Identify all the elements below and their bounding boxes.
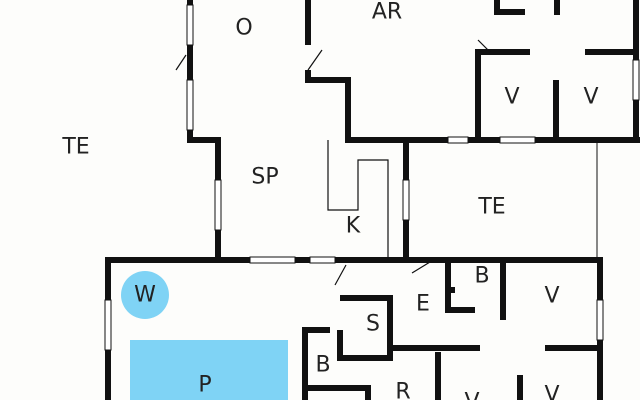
room-label-v: V xyxy=(544,382,560,400)
room-label-b: B xyxy=(315,352,331,378)
wall xyxy=(187,0,221,260)
door-swing xyxy=(477,39,491,53)
room-label-p: P xyxy=(198,372,212,398)
pool xyxy=(130,340,288,400)
room-label-ar: AR xyxy=(371,0,403,25)
window xyxy=(186,79,194,131)
room-label-te: TE xyxy=(478,194,506,220)
window xyxy=(447,136,469,144)
room-label-te: TE xyxy=(62,134,90,160)
window xyxy=(186,4,194,46)
door-swing xyxy=(411,261,431,274)
window xyxy=(632,59,640,101)
room-label-r: R xyxy=(395,379,411,400)
window xyxy=(596,299,604,341)
wall xyxy=(445,262,475,313)
room-label-k: K xyxy=(345,213,361,239)
room-label-s: S xyxy=(366,311,380,337)
room-label-b: B xyxy=(474,263,490,289)
window xyxy=(214,179,222,231)
wall xyxy=(305,70,640,143)
room-label-v: V xyxy=(544,283,560,309)
room-label-e: E xyxy=(416,291,430,317)
wall xyxy=(475,49,530,140)
wall xyxy=(337,295,393,361)
window xyxy=(309,256,336,264)
wall xyxy=(494,0,525,15)
window xyxy=(104,299,112,351)
room-label-w: W xyxy=(134,282,156,308)
room-label-v: V xyxy=(464,390,479,400)
window xyxy=(402,179,410,221)
room-label-o: O xyxy=(235,15,253,41)
door-swing xyxy=(307,49,323,71)
room-label-v: V xyxy=(583,84,599,110)
wall xyxy=(305,385,371,400)
door-swing xyxy=(334,264,347,286)
room-label-sp: SP xyxy=(251,164,279,190)
door-swing xyxy=(175,54,187,71)
whirlpool xyxy=(121,271,169,319)
window xyxy=(249,256,296,264)
kitchen-counter xyxy=(327,140,389,260)
wall xyxy=(302,327,330,400)
room-label-v: V xyxy=(504,84,520,110)
window xyxy=(499,136,536,144)
